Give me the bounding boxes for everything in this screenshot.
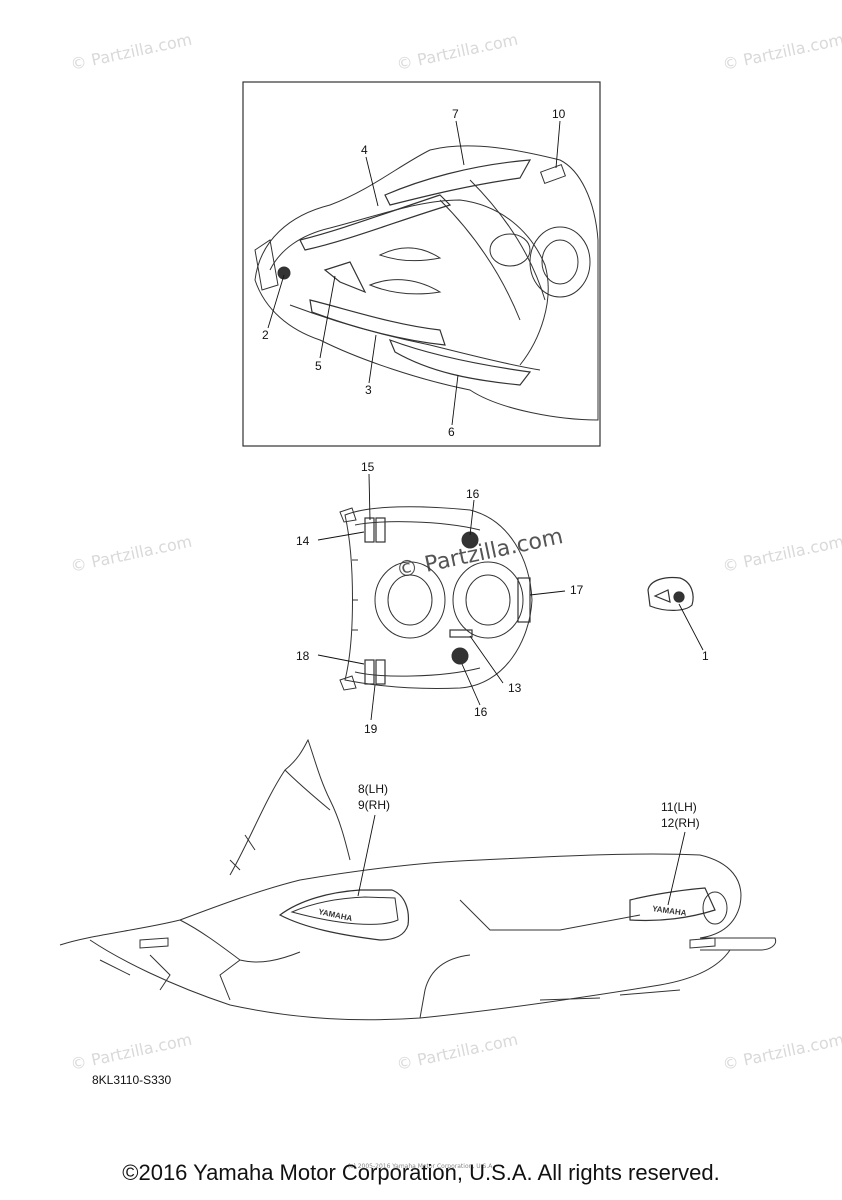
callout-4: 4 <box>361 143 368 157</box>
callout-11: 11(LH) <box>661 800 697 814</box>
copyright-notice: ©2016 Yamaha Motor Corporation, U.S.A. A… <box>122 1160 720 1185</box>
watermark: © Partzilla.com <box>721 532 842 576</box>
watermark: © Partzilla.com <box>721 1030 842 1074</box>
callout-6: 6 <box>448 425 455 439</box>
tiny-copyright: (c) 2005-2016 Yamaha Motor Corporation, … <box>347 1163 495 1170</box>
callout-13: 13 <box>508 681 522 695</box>
watermark: © Partzilla.com <box>69 30 194 74</box>
callouts: 7 10 4 2 5 3 6 15 14 16 17 18 13 16 19 1… <box>262 107 709 830</box>
callout-1: 1 <box>702 649 709 663</box>
callout-9: 9(RH) <box>358 798 390 812</box>
callout-16-bottom: 16 <box>474 705 488 719</box>
callout-2: 2 <box>262 328 269 342</box>
watermark: © Partzilla.com <box>69 1030 194 1074</box>
callout-10: 10 <box>552 107 566 121</box>
decal-logo-rh: YAMAHA <box>652 904 688 918</box>
watermark-center: © Partzilla.com <box>394 524 565 584</box>
callout-3: 3 <box>365 383 372 397</box>
seat-view <box>339 506 533 691</box>
drawing-code: 8KL3110-S330 <box>92 1073 172 1087</box>
callout-16-top: 16 <box>466 487 480 501</box>
callout-12: 12(RH) <box>661 816 700 830</box>
side-view: YAMAHA YAMAHA <box>59 738 777 1021</box>
watermark: © Partzilla.com <box>395 30 520 74</box>
callout-8: 8(LH) <box>358 782 388 796</box>
hood-view <box>242 81 601 447</box>
callout-5: 5 <box>315 359 322 373</box>
watermark: © Partzilla.com <box>395 1030 520 1074</box>
callout-17: 17 <box>570 583 584 597</box>
callout-19: 19 <box>364 722 378 736</box>
callout-7: 7 <box>452 107 459 121</box>
watermark: © Partzilla.com <box>69 532 194 576</box>
emblem-part <box>647 576 694 611</box>
leader-lines <box>267 120 704 906</box>
hood-view-frame <box>242 81 601 447</box>
decal-logo-lh: YAMAHA <box>318 907 354 923</box>
callout-18: 18 <box>296 649 310 663</box>
callout-15: 15 <box>361 460 375 474</box>
callout-14: 14 <box>296 534 310 548</box>
watermarks: © Partzilla.com © Partzilla.com © Partzi… <box>69 30 842 1074</box>
watermark: © Partzilla.com <box>721 30 842 74</box>
